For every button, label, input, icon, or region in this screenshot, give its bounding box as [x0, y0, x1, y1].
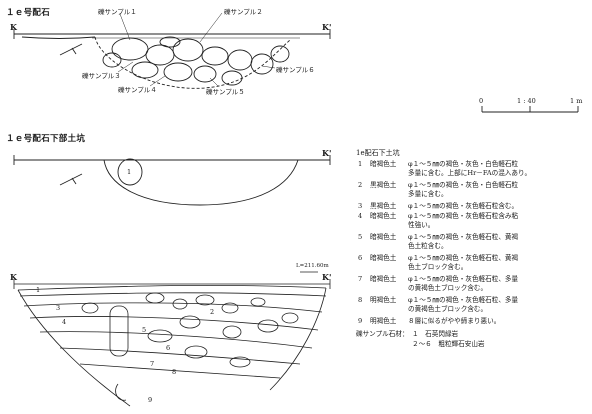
sample-label-1: 礫サンプル１: [98, 8, 137, 16]
legend-num: 3: [358, 202, 363, 210]
layer-stone-upright: [109, 305, 129, 357]
legend-row-9: 9 明褐色土 ８層に似るがやや締まり悪い。: [358, 317, 500, 326]
profile-layer-3: 3: [56, 304, 61, 312]
legend-row-3: 3 黒褐色土 φ１～５㎜の褐色・灰色軽石粒含む。: [358, 202, 518, 211]
legend-row-6: 6 暗褐色土 φ１～５㎜の褐色・灰色軽石粒、黄褐: [358, 254, 518, 263]
legend-soil: 暗褐色土: [370, 233, 397, 241]
section1-k-right: K': [322, 22, 332, 32]
elevation-label: L=211.60m: [296, 263, 329, 269]
section2-drawing: [13, 155, 331, 206]
legend-desc: φ１～５㎜の褐色・灰色軽石粒、黄褐: [408, 254, 519, 262]
legend-soil: 暗褐色土: [370, 254, 397, 262]
section1-drawing: [13, 12, 331, 89]
section3-k-left: K: [10, 272, 17, 282]
legend-desc: φ１～５㎜の褐色・灰色軽石粒、多量: [408, 296, 519, 304]
sample-label-5: 礫サンプル５: [206, 88, 245, 96]
legend-row-8-cont: の黄褐色土ブロック含む。: [408, 305, 488, 313]
gravel-sample-item-1: １ 石英閃緑岩: [412, 330, 459, 338]
legend-row-7-cont: の黄褐色土ブロック含む。: [408, 284, 488, 292]
legend-row-2: 2 黒褐色土 φ１～５㎜の褐色・灰色・白色軽石粒: [358, 181, 518, 190]
legend-num: 5: [358, 233, 363, 241]
legend-row-4: 4 暗褐色土 φ１～５㎜の褐色・灰色軽石粒含み粘: [358, 212, 518, 221]
legend-soil: 黒褐色土: [370, 181, 397, 189]
sample-label-2: 礫サンプル２: [224, 8, 263, 16]
legend-desc: φ１～５㎜の褐色・灰色軽石粒含み粘: [408, 212, 519, 220]
profile-layer-2: 2: [210, 308, 215, 316]
profile-layer-1: 1: [36, 286, 41, 294]
profile-layer-7: 7: [150, 360, 155, 368]
scale-zero: 0: [479, 97, 484, 105]
profile-layer-5: 5: [142, 326, 147, 334]
legend-num: 2: [358, 181, 363, 189]
section2-pit-layer-1: 1: [127, 168, 132, 176]
legend-row-1-cont: 多量に含む。上部にHr－FAの混入あり。: [408, 169, 532, 177]
legend-desc: φ１～５㎜の褐色・灰色軽石粒、黄褐: [408, 233, 519, 241]
scale-ratio: 1 : 40: [517, 97, 536, 105]
legend-num: 7: [358, 275, 363, 283]
legend-num: 9: [358, 317, 363, 325]
legend-soil: 黒褐色土: [370, 202, 397, 210]
profile-layer-6: 6: [166, 344, 171, 352]
legend-row-8: 8 明褐色土 φ１～５㎜の褐色・灰色軽石粒、多量: [358, 296, 518, 305]
sample-label-4: 礫サンプル４: [118, 86, 157, 94]
legend-row-5-cont: 色土粒含む。: [408, 242, 448, 250]
sample-label-3: 礫サンプル３: [82, 72, 121, 80]
gravel-sample-label: 礫サンプル石材：: [356, 330, 409, 338]
legend-desc: φ１～５㎜の褐色・灰色軽石粒、多量: [408, 275, 519, 283]
scale-end: 1 m: [570, 97, 583, 105]
legend-desc: φ１～５㎜の褐色・灰色軽石粒含む。: [408, 202, 519, 210]
legend-num: 1: [358, 160, 363, 168]
legend-row-5: 5 暗褐色土 φ１～５㎜の褐色・灰色軽石粒、黄褐: [358, 233, 518, 242]
legend-row-2-cont: 多量に含む。: [408, 190, 448, 198]
section2-title: １ｅ号配石下部土坑: [6, 134, 86, 144]
legend-soil: 暗褐色土: [370, 275, 397, 283]
legend-num: 4: [358, 212, 363, 220]
profile-layer-4: 4: [62, 318, 67, 326]
legend-desc: φ１～５㎜の褐色・灰色・白色軽石粒: [408, 181, 519, 189]
legend-desc: φ１～５㎜の褐色・灰色・白色軽石粒: [408, 160, 519, 168]
profile-layer-9: 9: [148, 396, 153, 404]
legend-soil: 暗褐色土: [370, 212, 397, 220]
legend-num: 6: [358, 254, 363, 262]
section3-k-right: K': [322, 272, 332, 282]
legend-title: 1e配石下土坑: [356, 149, 400, 157]
legend-num: 8: [358, 296, 363, 304]
section1-k-left: K: [10, 22, 17, 32]
section3-drawing: [13, 271, 331, 407]
legend-soil: 明褐色土: [370, 296, 397, 304]
legend-row-1: 1 暗褐色土 φ１～５㎜の褐色・灰色・白色軽石粒: [358, 160, 518, 169]
sample-label-6: 礫サンプル６: [276, 66, 315, 74]
legend-soil: 暗褐色土: [370, 160, 397, 168]
profile-layer-8: 8: [172, 368, 177, 376]
scale-bar: [481, 106, 579, 113]
section2-k-right: K': [322, 148, 332, 158]
legend-row-7: 7 暗褐色土 φ１～５㎜の褐色・灰色軽石粒、多量: [358, 275, 518, 284]
legend-desc: ８層に似るがやや締まり悪い。: [408, 317, 501, 325]
legend-soil: 明褐色土: [370, 317, 397, 325]
gravel-sample-item-2: ２～６ 粗粒輝石安山岩: [412, 340, 485, 348]
section1-title: １ｅ号配石: [6, 8, 51, 18]
legend-row-4-cont: 性強い。: [408, 221, 435, 229]
legend-row-6-cont: 色土ブロック含む。: [408, 263, 468, 271]
